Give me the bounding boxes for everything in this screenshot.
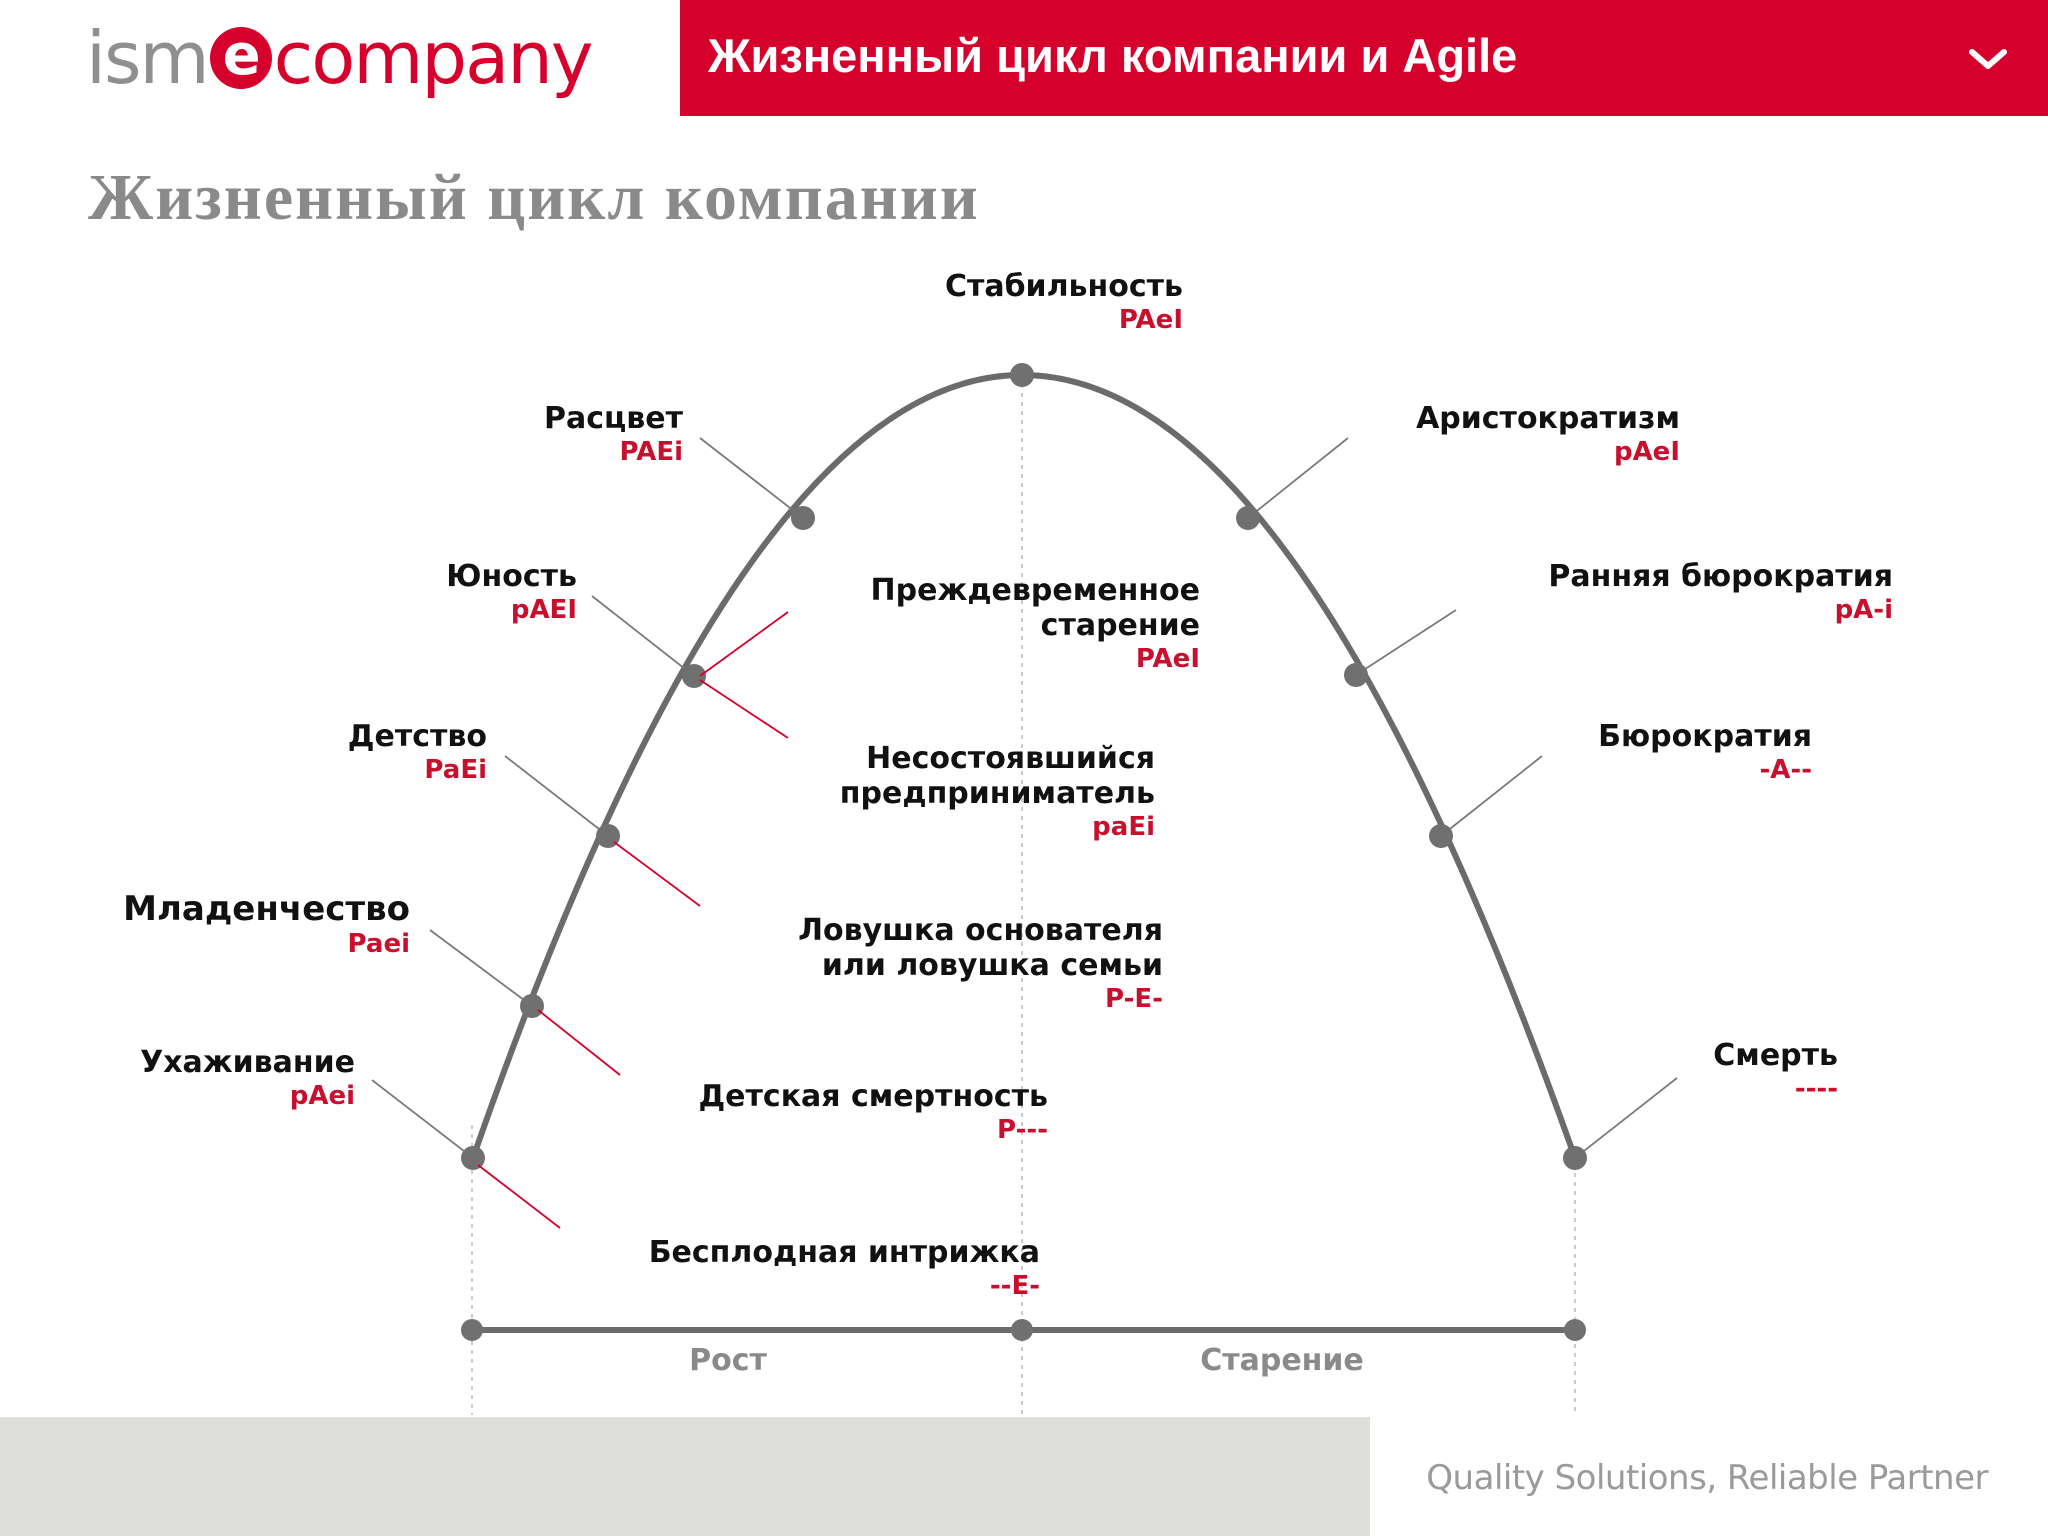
pathology-code: P--- [997, 1115, 1048, 1145]
stage-dot [520, 994, 544, 1018]
logo-text-ism: ism [86, 16, 210, 100]
timeline-dot [1011, 1319, 1033, 1341]
stage-name: Ранняя бюрократия [1548, 559, 1893, 594]
stage-code: PaEi [424, 755, 487, 785]
stage-connector [429, 929, 533, 1007]
stage-code: pAEI [511, 595, 577, 625]
pathology-name: Детская смертность [698, 1079, 1048, 1114]
pathology-name: Бесплодная интрижка [649, 1235, 1040, 1270]
stage-code: PAeI [1119, 305, 1183, 335]
stage-name: Бюрократия [1598, 719, 1812, 754]
stage-code: PAEi [620, 437, 683, 467]
stage-code: -A-- [1760, 755, 1813, 785]
pathology-name: Ловушка основателя [798, 913, 1163, 948]
pathology-name-line2: предприниматель [840, 776, 1155, 811]
logo-text-company: company [273, 16, 594, 100]
stage-code: ---- [1795, 1074, 1838, 1104]
stage-name: Аристократизм [1416, 401, 1680, 436]
stage-dot [682, 664, 706, 688]
axis-label-growth: Рост [689, 1343, 767, 1378]
stage-connector [371, 1079, 474, 1159]
stage-name: Детство [348, 719, 487, 754]
stage-dot [791, 506, 815, 530]
stage-connector [591, 595, 695, 677]
timeline-dot [1564, 1319, 1586, 1341]
logo-e-mark: e [209, 27, 272, 89]
stage-connector [1440, 755, 1543, 837]
stage-name: Ухаживание [140, 1045, 355, 1080]
pathology-connector [477, 1164, 561, 1229]
stage-code: pA-i [1835, 595, 1893, 625]
pathology-code: paEi [1092, 812, 1155, 842]
stage-connector [1574, 1077, 1678, 1159]
stage-name: Расцвет [544, 401, 684, 436]
stage-dot [461, 1146, 485, 1170]
stage-dot [1010, 363, 1034, 387]
stage-name: Стабильность [945, 269, 1183, 304]
pathology-code: --E- [990, 1271, 1040, 1301]
pathology-connector [613, 841, 701, 907]
pathology-name-line2: старение [1041, 608, 1200, 643]
stage-connector [1247, 437, 1349, 519]
stage-dot [1563, 1146, 1587, 1170]
stage-name: Младенчество [123, 889, 410, 929]
chevron-down-icon[interactable] [1966, 44, 2010, 74]
stage-code: pAei [290, 1081, 355, 1111]
pathology-code: PAeI [1136, 644, 1200, 674]
footer-band [0, 1417, 1370, 1536]
pathology-connector [699, 611, 789, 677]
stage-dot [1344, 663, 1368, 687]
stage-dot [1236, 506, 1260, 530]
presentation-title: Жизненный цикл компании и Agile [708, 29, 1518, 82]
stage-name: Юность [446, 559, 577, 594]
axis-label-aging: Старение [1200, 1343, 1364, 1378]
pathology-name: Преждевременное [871, 573, 1200, 608]
page-title: Жизненный цикл компании [88, 161, 980, 234]
stage-connector [504, 755, 609, 837]
stage-code: pAeI [1614, 437, 1680, 467]
header-bar: Жизненный цикл компании и Agile [680, 0, 2048, 116]
stage-dot [1429, 824, 1453, 848]
timeline-dot [461, 1319, 483, 1341]
stage-name: Смерть [1713, 1038, 1838, 1073]
pathology-code: P-E- [1105, 984, 1163, 1014]
pathology-connector [537, 1009, 621, 1076]
pathology-name-line2: или ловушка семьи [822, 948, 1163, 983]
stage-connector [699, 437, 804, 519]
pathology-name: Несостоявшийся [866, 741, 1155, 776]
stage-code: Paei [348, 929, 410, 959]
footer-tagline: Quality Solutions, Reliable Partner [1426, 1458, 1988, 1498]
stage-connector [1355, 609, 1457, 676]
pathology-connector [699, 679, 789, 739]
